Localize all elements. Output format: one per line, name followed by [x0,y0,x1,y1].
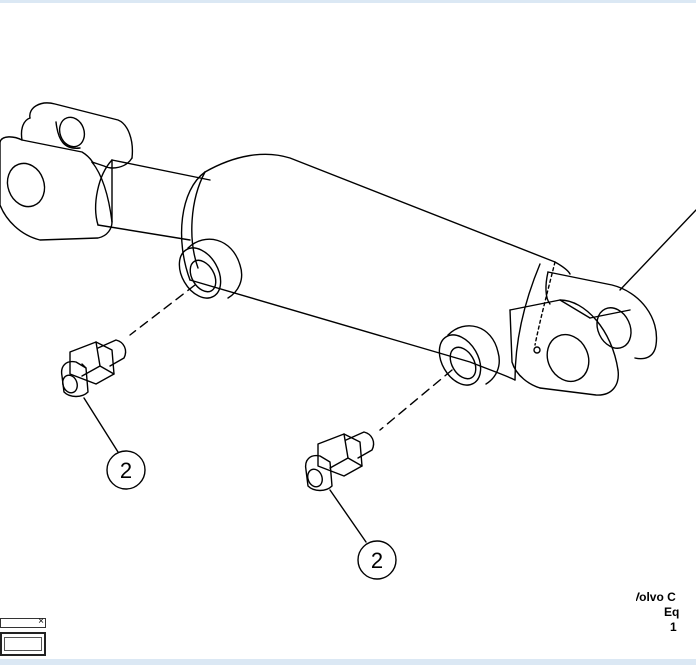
mini-window-field[interactable] [0,632,46,656]
alignment-line-right [379,369,453,431]
piston-rod [95,159,211,241]
cylinder-barrel [180,153,571,381]
leader-line-right-edge [619,209,696,291]
leader-line-left-fitting [83,397,119,453]
footer-line-2: Eq [664,605,680,619]
leader-line-right-fitting [329,489,367,543]
alignment-line-left [129,284,196,336]
callout-left: 2 [106,450,146,490]
callout-left-label: 2 [120,458,132,483]
close-icon[interactable]: × [38,616,44,627]
mini-window-titlebar[interactable]: × [0,616,46,628]
right-fitting [304,431,375,492]
footer-credit: Volvo C Eq 1 [636,590,696,635]
left-clevis [0,102,134,241]
footer-line-1: Volvo C [636,590,676,604]
right-port-boss [438,325,500,386]
callout-right: 2 [357,540,397,580]
left-port-boss [178,238,243,299]
footer-line-3: 1 [670,620,677,634]
mini-window-widget[interactable]: × [0,616,46,656]
right-clevis [509,271,658,396]
left-fitting [60,339,127,398]
callout-right-label: 2 [371,548,383,573]
